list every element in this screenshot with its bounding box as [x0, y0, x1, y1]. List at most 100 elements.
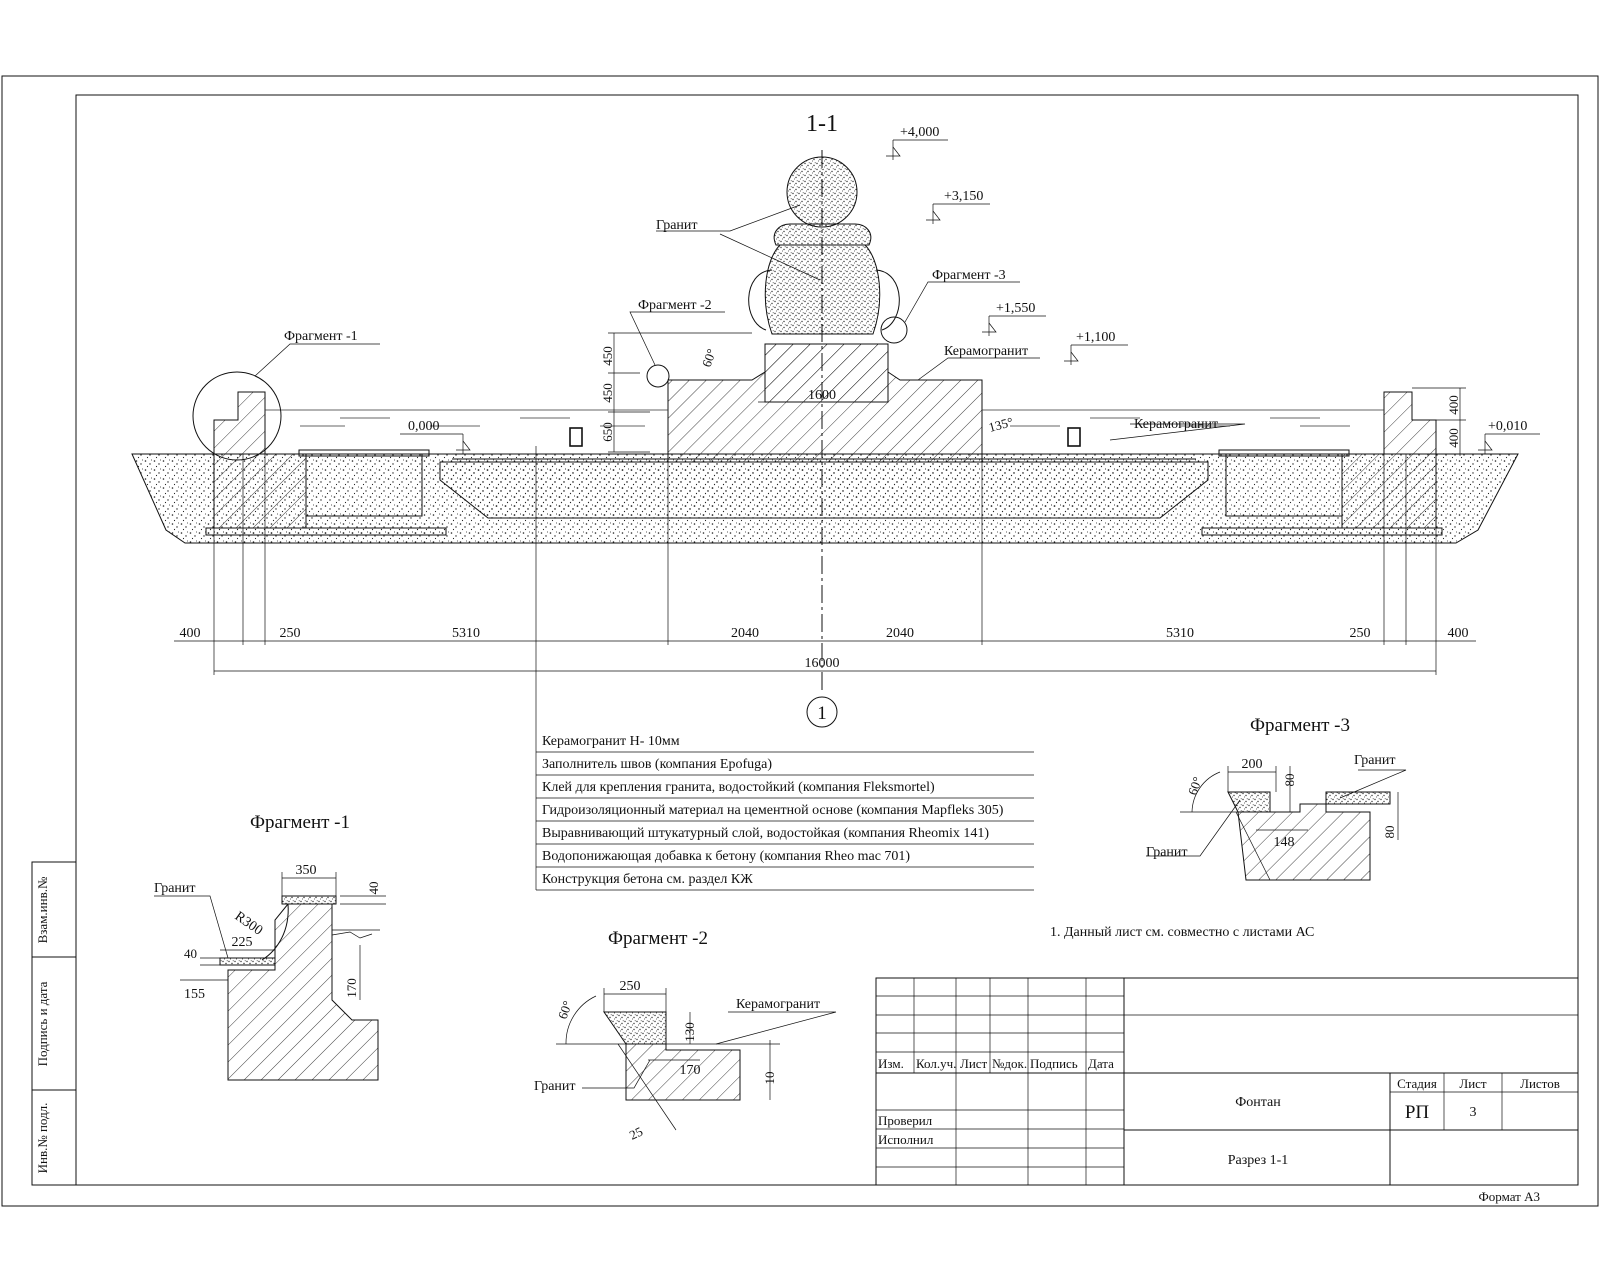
svg-text:155: 155 [184, 987, 205, 1002]
section-title: 1-1 [806, 111, 838, 137]
label-fragment3: Фрагмент -3 [932, 268, 1006, 283]
format-label: Формат А3 [1479, 1189, 1540, 1204]
layer-4: Гидроизоляционный материал на цементной … [542, 803, 1004, 818]
hdr-change: Изм. [878, 1056, 904, 1071]
svg-text:80: 80 [1282, 774, 1297, 787]
fragment1-title: Фрагмент -1 [250, 812, 350, 833]
fragment2-circle [646, 364, 670, 388]
right-dims: 400 400 [1412, 387, 1466, 456]
project-name: Фонтан [1235, 1095, 1281, 1110]
fragment-2: Фрагмент -2 250 60° 130 170 10 25 Гранит… [534, 928, 837, 1143]
angle-135: 135° [987, 414, 1015, 435]
stamp-inventory: Инв.№ подл. [35, 1103, 50, 1174]
svg-text:+4,000: +4,000 [900, 125, 939, 140]
layer-3: Клей для крепления гранита, водостойкий … [542, 780, 935, 795]
dim-total: 16000 [805, 656, 840, 671]
fragment-3: Фрагмент -3 200 80 60° 148 80 Гранит Гра… [1146, 715, 1407, 881]
elevation-1100: +1,100 [1064, 330, 1128, 365]
hdr-date: Дата [1088, 1056, 1114, 1071]
svg-text:+1,100: +1,100 [1076, 330, 1115, 345]
elevation-4000: +4,000 [886, 125, 948, 160]
role-performed: Исполнил [878, 1132, 934, 1147]
role-checked: Проверил [878, 1113, 933, 1128]
label-fragment2: Фрагмент -2 [638, 298, 712, 313]
title-block: Изм. Кол.уч. Лист №док. Подпись Дата Про… [875, 977, 1579, 1186]
label-ceramic-center: Керамогранит [944, 344, 1028, 359]
svg-text:+1,550: +1,550 [996, 301, 1035, 316]
fragment1-granite: Гранит [154, 881, 196, 896]
dim-row: 400 250 5310 2040 2040 5310 250 400 [180, 626, 1469, 641]
layer-legend: Керамогранит Н- 10мм Заполнитель швов (к… [535, 734, 1034, 891]
sheet-name: Разрез 1-1 [1228, 1153, 1289, 1168]
svg-text:350: 350 [296, 863, 317, 878]
svg-text:+0,010: +0,010 [1488, 419, 1527, 434]
svg-text:+3,150: +3,150 [944, 189, 983, 204]
layer-5: Выравнивающий штукатурный слой, водостой… [542, 826, 989, 841]
axis-mark: 1 [817, 703, 827, 724]
svg-text:450: 450 [600, 346, 615, 366]
section-1-1: 1-1 [131, 111, 1540, 738]
svg-text:650: 650 [600, 422, 615, 442]
svg-text:130: 130 [682, 1022, 697, 1042]
label-fragment1: Фрагмент -1 [284, 329, 358, 344]
fragment3-circle [880, 316, 908, 344]
layer-7: Конструкция бетона см. раздел КЖ [542, 872, 753, 887]
layer-1: Керамогранит Н- 10мм [542, 734, 680, 749]
layer-2: Заполнитель швов (компания Epofuga) [542, 757, 772, 772]
side-stamp: Взам.инв.№ Подпись и дата Инв.№ подл. [31, 861, 77, 1186]
stage-value: РП [1405, 1102, 1430, 1123]
right-pit [1225, 453, 1343, 517]
sheets-label: Листов [1520, 1076, 1560, 1091]
outer-frame [1, 75, 1599, 1207]
svg-text:250: 250 [280, 626, 301, 641]
elevation-0000: 0,000 [400, 419, 471, 454]
svg-text:80: 80 [1382, 826, 1397, 839]
hdr-count: Кол.уч. [916, 1056, 956, 1071]
svg-text:5310: 5310 [452, 626, 480, 641]
svg-text:400: 400 [1446, 428, 1461, 448]
svg-text:450: 450 [600, 383, 615, 403]
fragment3-title: Фрагмент -3 [1250, 715, 1350, 736]
svg-text:5310: 5310 [1166, 626, 1194, 641]
svg-text:25: 25 [627, 1124, 645, 1143]
axis-bubble [806, 696, 838, 728]
svg-text:60°: 60° [1185, 775, 1205, 797]
svg-text:40: 40 [184, 946, 197, 961]
fragment2-granite: Гранит [534, 1079, 576, 1094]
svg-text:10: 10 [762, 1072, 777, 1085]
elevation-1550: +1,550 [982, 301, 1046, 336]
left-wall [213, 391, 307, 529]
stamp-replace: Взам.инв.№ [35, 877, 50, 944]
svg-text:225: 225 [232, 935, 253, 950]
svg-text:170: 170 [344, 978, 359, 998]
sheet-label: Лист [1459, 1076, 1487, 1091]
elevation-0010: +0,010 [1478, 419, 1540, 454]
svg-text:250: 250 [1350, 626, 1371, 641]
svg-text:400: 400 [1446, 395, 1461, 415]
svg-text:148: 148 [1274, 835, 1295, 850]
right-wall [1341, 391, 1437, 529]
fragment3-granite-bottom: Гранит [1146, 845, 1188, 860]
svg-text:40: 40 [366, 882, 381, 895]
fragment2-ceramic: Керамогранит [736, 997, 820, 1012]
stamp-signature: Подпись и дата [35, 981, 50, 1066]
general-note: 1. Данный лист см. совместно с листами А… [1050, 925, 1314, 940]
svg-text:0,000: 0,000 [408, 419, 440, 434]
fragment1-circle [192, 371, 282, 461]
svg-text:200: 200 [1242, 757, 1263, 772]
sheet-value: 3 [1470, 1105, 1477, 1120]
svg-text:400: 400 [1448, 626, 1469, 641]
svg-text:250: 250 [620, 979, 641, 994]
center-slab [439, 461, 1209, 519]
svg-text:2040: 2040 [731, 626, 759, 641]
elevation-3150: +3,150 [926, 189, 990, 224]
dim-1600: 1600 [808, 388, 836, 403]
fragment3-granite-top: Гранит [1354, 753, 1396, 768]
inner-frame [75, 94, 1579, 1186]
stage-label: Стадия [1397, 1076, 1437, 1091]
sculpture-base [764, 343, 889, 403]
label-ceramic-right: Керамогранит [1134, 417, 1218, 432]
angle-60: 60° [699, 347, 719, 369]
hdr-doc: №док. [992, 1056, 1027, 1071]
